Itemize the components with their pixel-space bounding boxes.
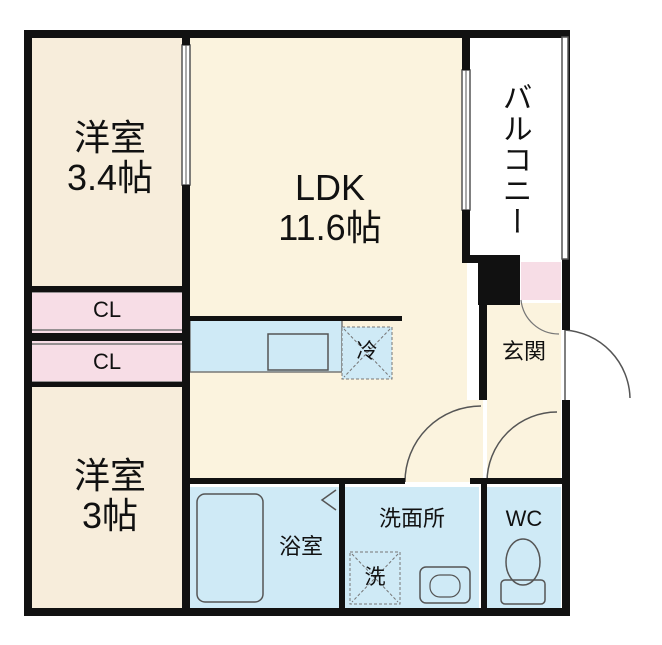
washroom-label: 洗面所 (378, 506, 445, 531)
washer-cross-2 (351, 553, 399, 603)
washer-cross-1 (351, 553, 399, 603)
balcony-railing (561, 36, 569, 260)
ldk-name: LDK (294, 167, 366, 208)
closet-2-label: CL (92, 349, 122, 374)
entrance-label: 玄関 (501, 339, 546, 364)
washer-space (349, 551, 401, 605)
fridge-cross-2 (343, 328, 391, 378)
toilet-label: WC (505, 506, 543, 531)
bathtub (196, 493, 264, 603)
toilet-tank (500, 579, 546, 605)
shower-marker (320, 489, 337, 511)
wash-basin (419, 566, 471, 604)
western-2-size: 3帖 (81, 495, 139, 537)
western-room-2-floor (31, 385, 184, 609)
toilet-floor (487, 487, 561, 609)
kitchen-counter (189, 319, 343, 373)
closet-2-floor (31, 341, 184, 385)
room-label-western-2: 洋室 3帖 (55, 455, 165, 537)
ldk-lower-floor (190, 400, 483, 482)
closet-1-label: CL (92, 297, 122, 322)
balcony-label: バルコニー (497, 82, 531, 237)
toilet-door-swing (486, 411, 558, 483)
washer-label: 洗 (364, 566, 386, 589)
shoe-box-door-swing (520, 299, 560, 335)
toilet-bowl (505, 538, 541, 586)
entrance-door-swing (564, 329, 631, 399)
washroom-door-swing (404, 405, 482, 483)
wash-basin-bowl (429, 574, 461, 598)
room-label-ldk: LDK 11.6帖 (255, 167, 405, 249)
fridge-label: 冷 (356, 340, 378, 363)
bath-label: 浴室 (278, 534, 323, 559)
western-1-size: 3.4帖 (66, 157, 154, 199)
walls (24, 30, 570, 616)
western-2-name: 洋室 (73, 455, 146, 496)
ldk-size: 11.6帖 (278, 207, 382, 249)
western-1-name: 洋室 (73, 117, 146, 158)
entrance-floor (487, 303, 561, 403)
corridor-floor (487, 403, 561, 482)
closet-1-floor (31, 289, 184, 333)
bath-floor (190, 487, 341, 609)
shoe-box (521, 262, 561, 300)
fridge-cross-1 (343, 328, 391, 378)
washroom-floor (345, 487, 479, 609)
room-label-western-1: 洋室 3.4帖 (55, 117, 165, 199)
balcony-floor (471, 37, 565, 259)
kitchen-sink (267, 333, 329, 371)
western-room-1-floor (31, 37, 184, 289)
